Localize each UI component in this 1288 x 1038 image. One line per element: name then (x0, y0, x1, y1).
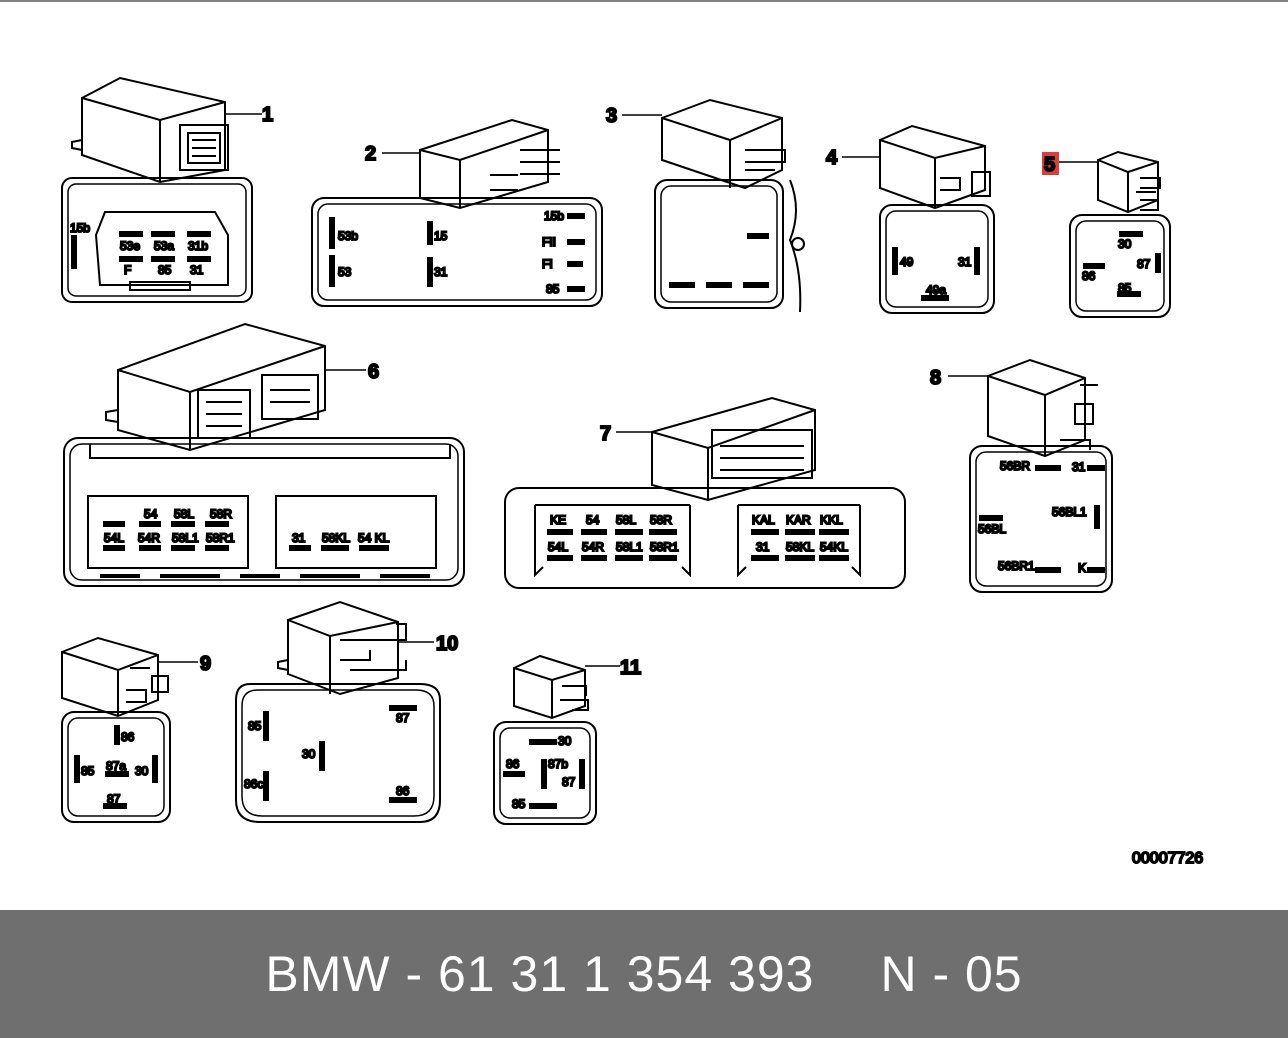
pin-label: 54 (144, 507, 158, 521)
relay-10 (235, 600, 441, 823)
pin-label: 58KL (322, 531, 350, 545)
pin-label: 58R (650, 513, 672, 527)
pin-label: 31 (1072, 460, 1086, 474)
relay-diagram: 1 15b 53e 53a 31b F 85 31 2 53b 15 15b F… (0, 0, 1288, 868)
callout-3: 3 (606, 105, 617, 127)
pin-label: KKL (820, 513, 843, 527)
pin-label: 85 (546, 282, 560, 296)
callout-10: 10 (436, 633, 458, 655)
pin-label: 86 (1082, 269, 1096, 283)
relay-1 (61, 76, 262, 303)
pin-label: 54L (548, 540, 568, 554)
pin-label: 58L1 (616, 540, 643, 554)
pin-label: 15 (434, 229, 448, 243)
pin-label: KAR (786, 513, 811, 527)
pin-label: 31 (756, 540, 770, 554)
pin-label: 58L (616, 513, 636, 527)
callout-11: 11 (620, 657, 641, 679)
pin-label: K (1078, 561, 1086, 575)
relay-9 (61, 636, 171, 823)
pin-label: 87 (107, 792, 121, 806)
pin-label: 30 (135, 764, 149, 778)
pin-label: 87 (562, 775, 576, 789)
relay-3 (654, 98, 805, 313)
pin-label: 31 (190, 263, 204, 277)
pin-label: 49a (926, 283, 946, 297)
relay-8 (969, 358, 1113, 593)
pin-label: 15b (544, 209, 564, 223)
pin-label: 56BR1 (998, 559, 1035, 573)
pin-label: 31 (434, 265, 448, 279)
part-number: BMW - 61 31 1 354 393 (265, 946, 815, 1002)
pin-label: 30 (1118, 237, 1132, 251)
pin-label: 54KL (820, 540, 848, 554)
callout-7: 7 (600, 423, 611, 445)
pin-label: 53b (338, 229, 358, 243)
pin-label: 87b (548, 757, 568, 771)
pin-label: 85 (512, 797, 526, 811)
callout-2: 2 (365, 143, 376, 165)
callout-4: 4 (826, 147, 838, 169)
pin-label: 85 (248, 719, 262, 733)
pin-label: 85 (81, 764, 95, 778)
pin-label: 53 (338, 265, 352, 279)
pin-label: 56BR (1000, 459, 1030, 473)
pin-label: 56BL (978, 522, 1006, 536)
pin-label: F (124, 263, 131, 277)
pin-label: 30 (302, 747, 316, 761)
pin-label: 31 (958, 255, 972, 269)
pin-label: 54 (586, 513, 600, 527)
relay-5 (1069, 150, 1171, 318)
footer-text: BMW - 61 31 1 354 393 N - 05 (0, 910, 1288, 1038)
callout-8: 8 (930, 367, 941, 389)
pin-label: 85 (158, 263, 172, 277)
pin-label: 87a (106, 759, 126, 773)
relay-7 (504, 396, 906, 589)
pin-label: 54R (138, 531, 160, 545)
callout-5: 5 (1044, 154, 1055, 176)
callout-9: 9 (200, 653, 211, 675)
relay-2 (311, 118, 603, 307)
pin-label: 86c (244, 777, 263, 791)
pin-label: FI (542, 257, 553, 271)
pin-label: 58R1 (206, 531, 235, 545)
pin-label: 58R (210, 507, 232, 521)
pin-label: 54L (104, 531, 124, 545)
relay-4 (879, 124, 995, 314)
pin-label: 58KL (786, 540, 814, 554)
pin-label: 54R (582, 540, 604, 554)
pin-label: 86 (506, 757, 520, 771)
pin-label: 58R1 (650, 540, 679, 554)
callout-1: 1 (262, 104, 273, 126)
pin-label: 15b (70, 221, 90, 235)
pin-label: 30 (558, 734, 572, 748)
pin-label: KAL (752, 513, 775, 527)
pin-label: 58L (174, 507, 194, 521)
pin-label: 31b (188, 239, 208, 253)
pin-label: FII (542, 235, 556, 249)
pin-label: 87 (1137, 257, 1151, 271)
relay-11 (493, 654, 597, 825)
position-label: N - 05 (880, 946, 1023, 1002)
pin-label: 85 (1118, 281, 1132, 295)
pin-label: 53a (154, 239, 174, 253)
callout-5-highlight (1042, 152, 1059, 175)
pin-label: 53e (120, 239, 140, 253)
diagram-code: 00007726 (1132, 850, 1203, 867)
footer-bar: BMW - 61 31 1 354 393 N - 05 (0, 910, 1288, 1038)
pin-label: 86 (396, 784, 410, 798)
pin-label: 87 (396, 711, 410, 725)
pin-label: 54 KL (358, 531, 390, 545)
pin-label: 86 (121, 730, 135, 744)
pin-label: 31 (292, 531, 306, 545)
pin-label: KE (550, 513, 566, 527)
callout-6: 6 (368, 361, 379, 383)
pin-label: 58L1 (172, 531, 199, 545)
pin-label: 49 (900, 255, 914, 269)
pin-label: 56BL1 (1052, 505, 1087, 519)
relay-6 (63, 322, 465, 587)
